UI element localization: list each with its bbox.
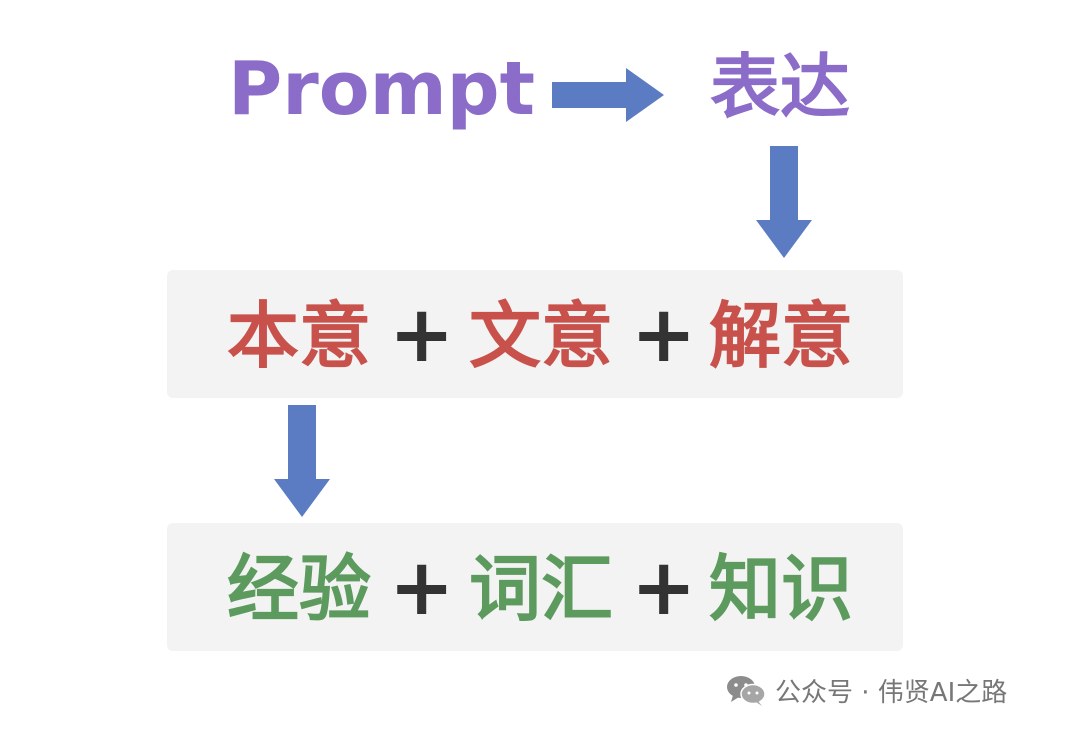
plus-sign: + [631,543,697,633]
watermark: 公众号 · 伟贤AI之路 [725,672,1007,708]
skills-panel: 经验 + 词汇 + 知识 [167,523,903,651]
literal-meaning-term: 文意 [469,294,614,378]
interpreted-meaning-term: 解意 [709,294,854,378]
down-arrow-icon [274,405,330,517]
vocabulary-term: 词汇 [469,547,614,631]
meanings-row: 本意 + 文意 + 解意 [167,270,903,398]
plus-sign: + [389,543,455,633]
experience-term: 经验 [227,547,372,631]
right-arrow-icon [552,68,664,122]
plus-sign: + [389,290,455,380]
meanings-panel: 本意 + 文意 + 解意 [167,270,903,398]
plus-sign: + [631,290,697,380]
expression-label: 表达 [710,46,850,128]
skills-row: 经验 + 词汇 + 知识 [167,523,903,651]
down-arrow-icon [756,146,812,258]
prompt-label: Prompt [228,46,536,132]
wechat-icon [727,676,766,706]
knowledge-term: 知识 [709,547,854,631]
original-meaning-term: 本意 [227,294,372,378]
watermark-text: 公众号 · 伟贤AI之路 [775,677,1008,708]
